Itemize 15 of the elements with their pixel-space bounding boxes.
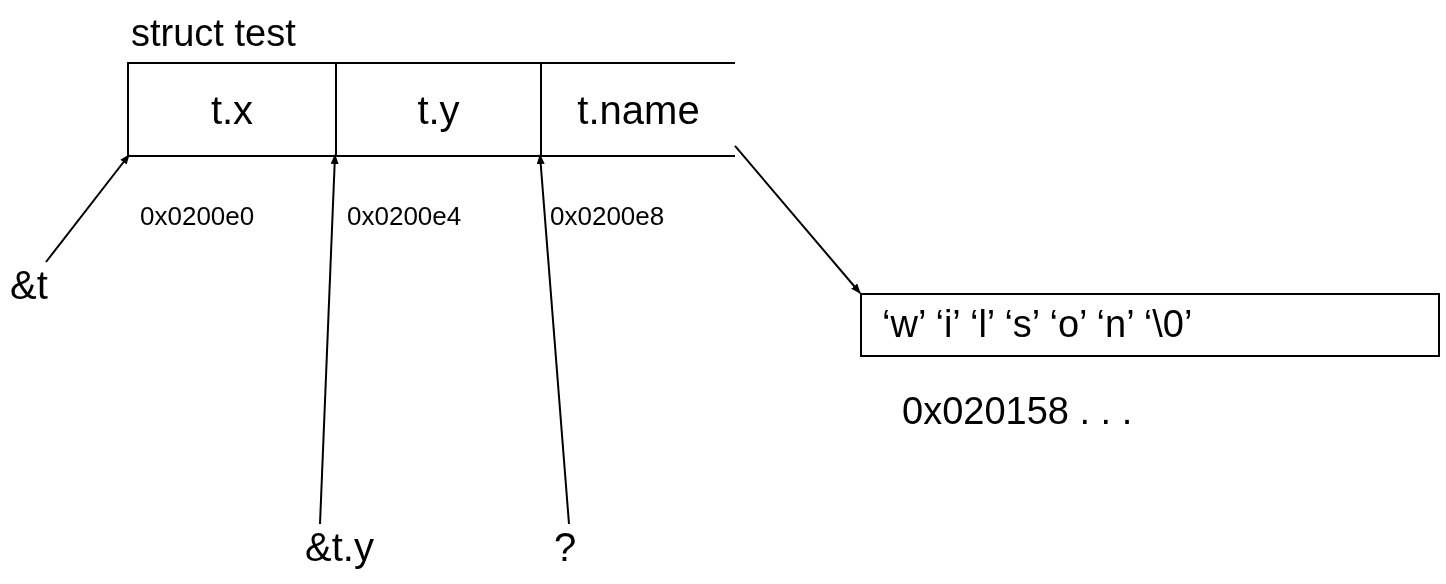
- pointer-label: &t: [10, 262, 48, 308]
- pointer-label: ?: [554, 524, 577, 570]
- char-array-text: ‘w’ ‘i’ ‘l’ ‘s’ ‘o’ ‘n’ ‘\0’: [882, 303, 1193, 347]
- address-label: 0x0200e0: [140, 202, 255, 232]
- pointer-label: &t.y: [305, 524, 374, 570]
- field-cell: [540, 64, 735, 155]
- address-label: 0x0200e4: [347, 202, 462, 232]
- arrow: [734, 144, 861, 294]
- address-label: 0x0200e8: [550, 202, 665, 232]
- address-label: 0x020158 . . .: [902, 390, 1133, 434]
- field-name: t.x: [210, 86, 254, 133]
- field-name: t.y: [417, 86, 460, 133]
- field-name: t.name: [577, 86, 700, 133]
- struct-heading: struct test: [131, 12, 296, 56]
- arrow: [45, 154, 130, 263]
